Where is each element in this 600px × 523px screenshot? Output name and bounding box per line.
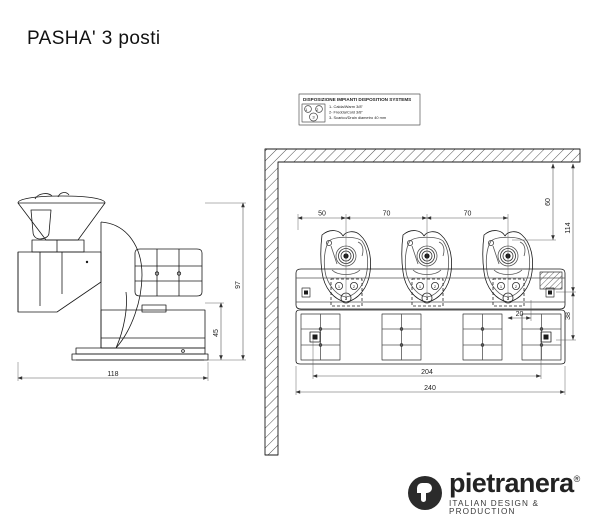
bowl-3-marker-1: 1 (500, 284, 503, 289)
cabinet-panel-4 (521, 313, 562, 361)
dim-70-a: 70 (383, 211, 391, 218)
brand-name: pietranera® (449, 468, 581, 498)
bowl-3-marker-3: 3 (507, 296, 510, 301)
legend-symbol-2: 2 (316, 107, 319, 112)
dim-45: 45 (213, 329, 220, 337)
legend-item-2: 2- Fredda/Cold 3/8" (329, 110, 363, 115)
registered-mark: ® (573, 474, 581, 484)
brand-tagline: ITALIAN DESIGN & PRODUCTION (449, 499, 540, 517)
side-view-dimensions (17, 202, 246, 381)
legend-item-1: 1- Calda/Warm 3/8" (329, 104, 364, 109)
bowl-1-marker-3: 3 (345, 296, 348, 301)
dim-70-b: 70 (464, 211, 472, 218)
bowl-1-marker-1: 1 (338, 284, 341, 289)
legend-symbol-3: 3 (312, 115, 315, 120)
legend-symbol-1: 1 (305, 107, 308, 112)
wall (264, 148, 581, 456)
dim-240: 240 (424, 385, 436, 392)
counter-band (295, 268, 566, 310)
pietranera-mark-icon (408, 476, 442, 511)
bowl-2-marker-2: 2 (434, 284, 437, 289)
bowl-2 (401, 230, 452, 303)
bowl-3-marker-2: 2 (515, 284, 518, 289)
plumbing-connections (330, 278, 525, 307)
dim-60: 60 (545, 198, 552, 206)
bowl-group (320, 230, 533, 303)
cabinet-panel-1 (300, 313, 341, 361)
dim-114: 114 (565, 222, 572, 233)
plan-view-dimensions (295, 163, 576, 395)
bowl-3 (482, 230, 533, 303)
lower-cabinet (295, 309, 566, 365)
dim-204: 204 (421, 369, 433, 376)
dim-50: 50 (318, 211, 326, 218)
side-elevation-geometry (17, 192, 209, 361)
bowl-2-marker-1: 1 (419, 284, 422, 289)
legend-item-3: 3- Scarico/Drain diametro 40 mm (329, 115, 386, 120)
page-title: PASHA' 3 posti (27, 28, 161, 49)
bowl-1 (320, 230, 371, 303)
dim-20: 20 (516, 311, 524, 318)
dim-118: 118 (107, 371, 118, 378)
brand-logo: pietranera® ITALIAN DESIGN & PRODUCTION (408, 470, 600, 516)
cabinet-panel-2 (381, 313, 422, 361)
bowl-1-marker-2: 2 (353, 284, 356, 289)
dim-97: 97 (235, 281, 242, 289)
legend-heading: DISPOSIZIONE IMPIANTI DISPOSITION SYSTEM… (303, 97, 411, 102)
cabinet-panel-3 (462, 313, 503, 361)
bowl-2-marker-3: 3 (426, 296, 429, 301)
legend-box (298, 93, 421, 126)
dim-38: 38 (565, 312, 572, 320)
